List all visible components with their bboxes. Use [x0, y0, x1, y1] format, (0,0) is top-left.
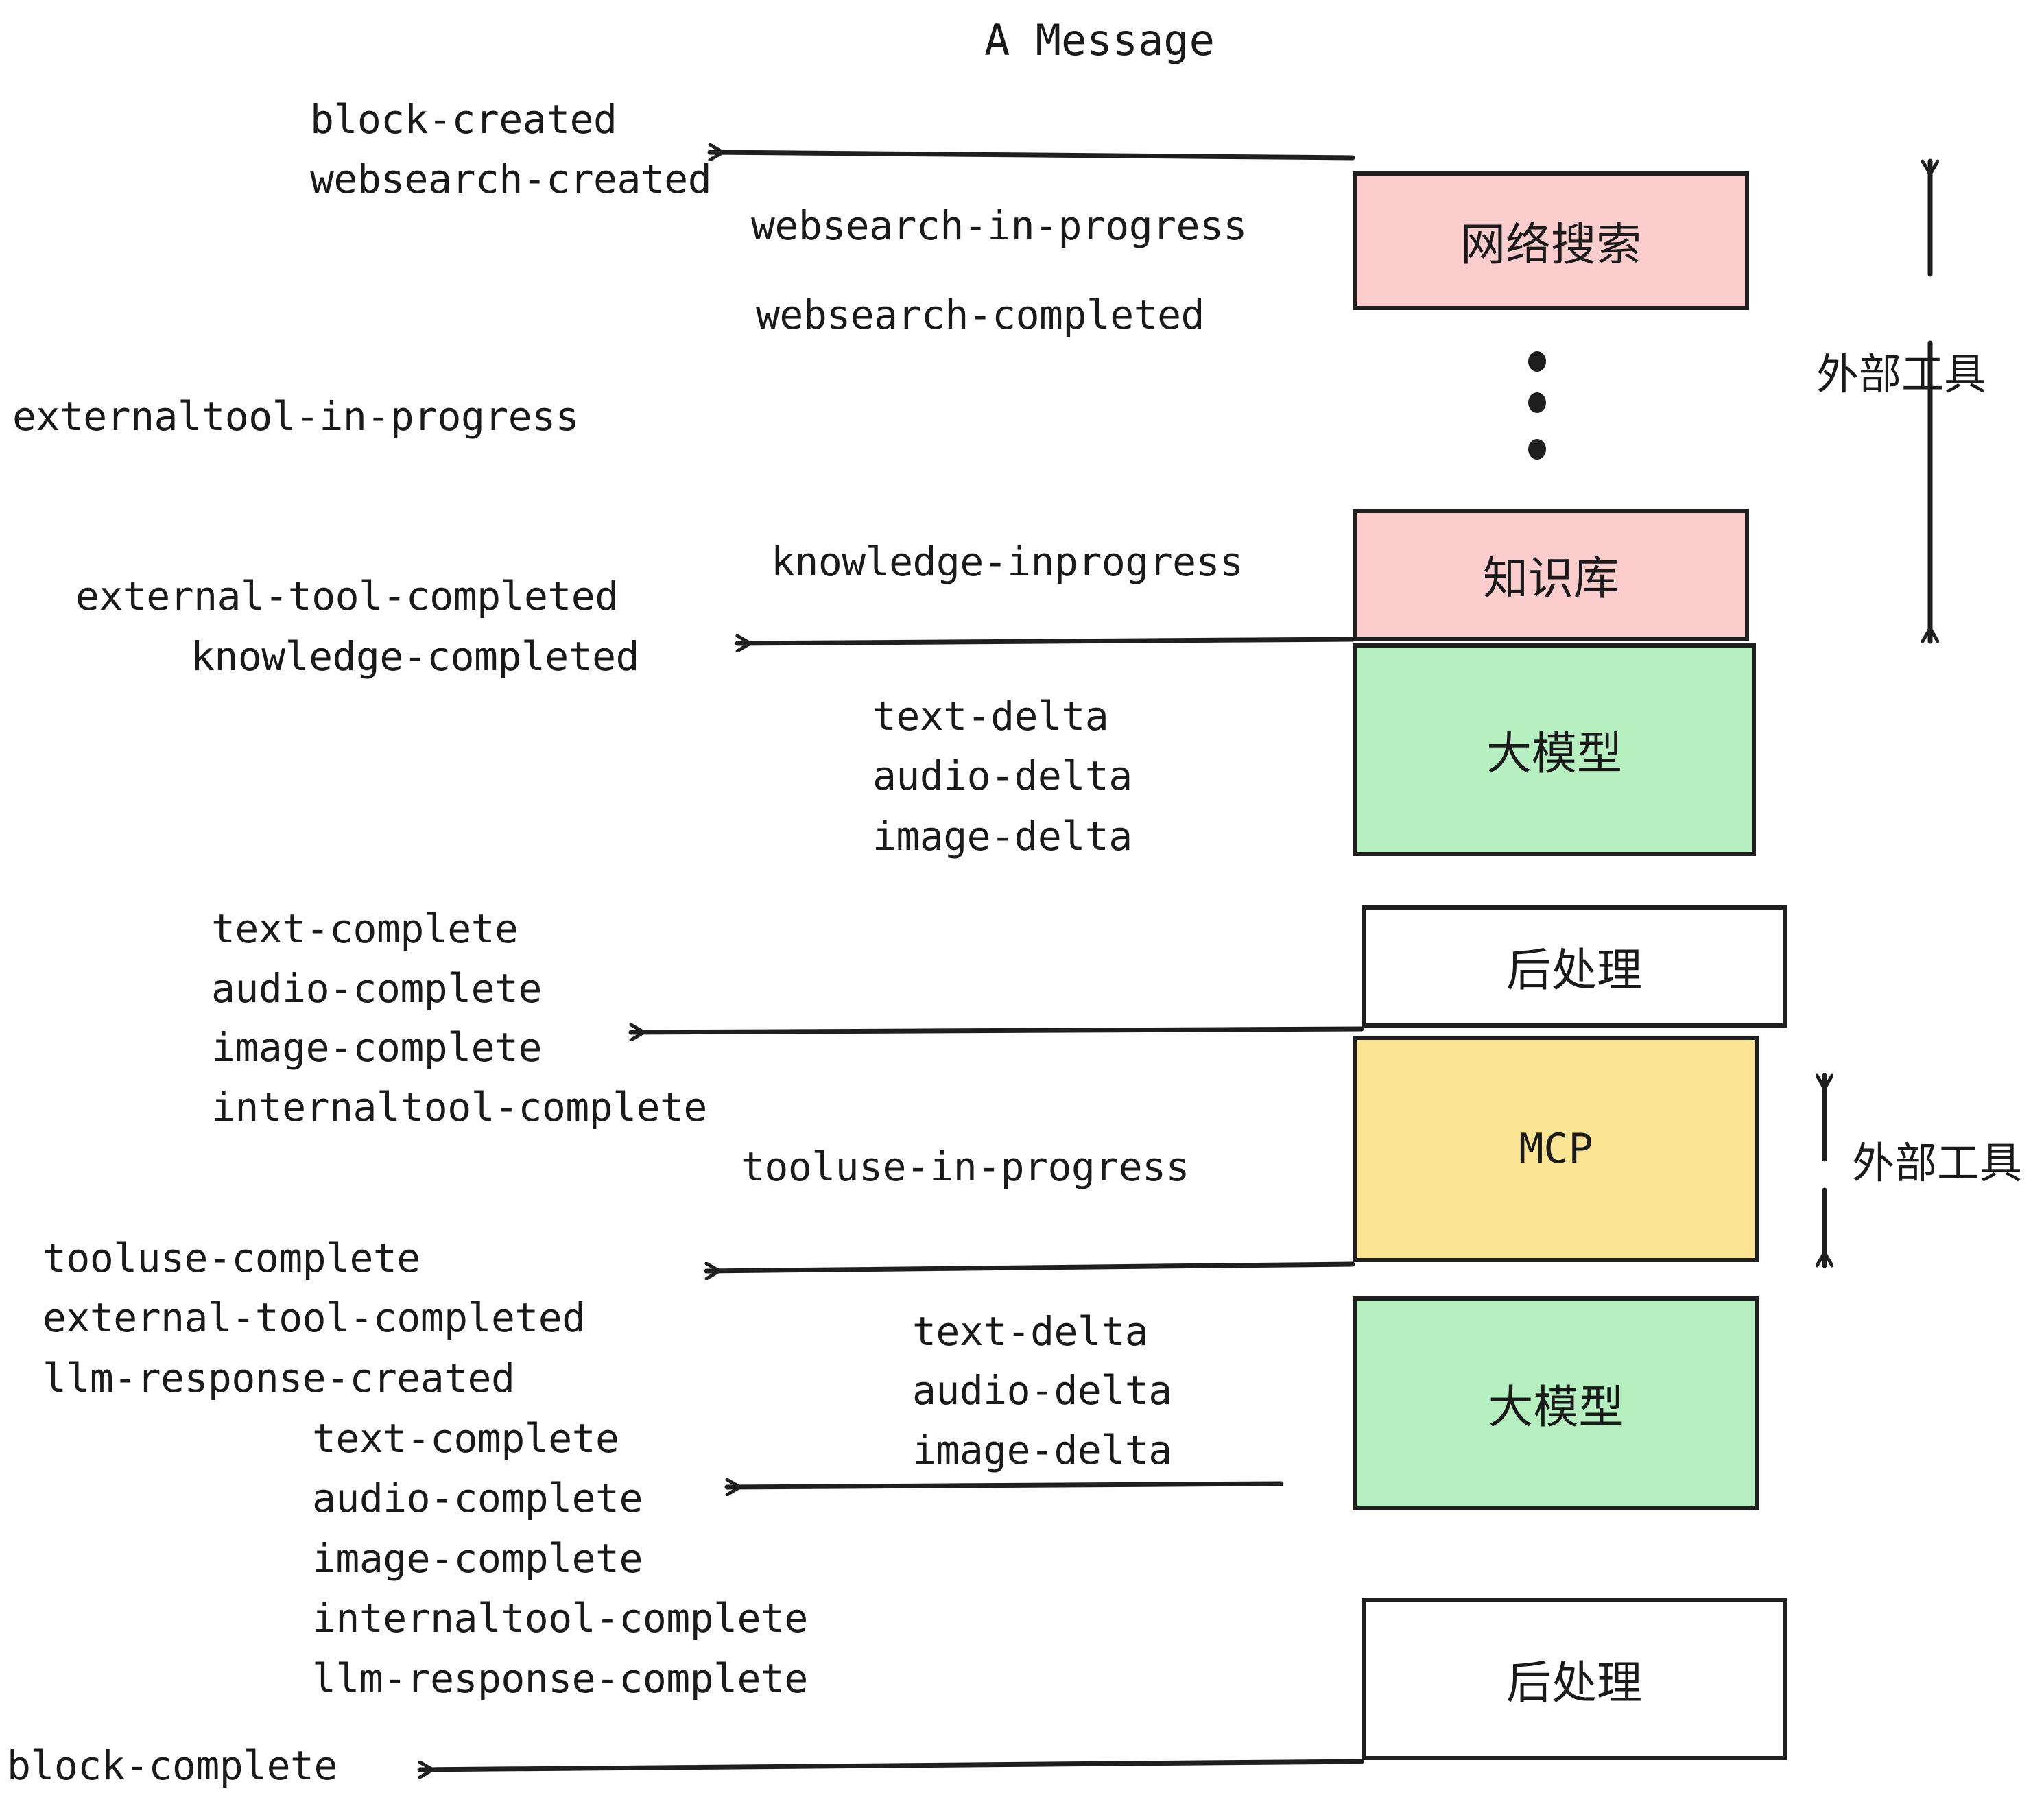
node-postprocess-1[interactable]: 后处理	[1362, 905, 1787, 1028]
event-websearch-created: websearch-created	[310, 156, 712, 202]
node-llm-1[interactable]: 大模型	[1353, 643, 1756, 856]
event-knowledge-inprogress: knowledge-inprogress	[771, 538, 1244, 585]
ellipsis-dot-2	[1528, 392, 1546, 413]
event-tooluse-in-progress: tooluse-in-progress	[741, 1143, 1189, 1190]
ellipsis-dot-1	[1528, 351, 1546, 372]
event-text-complete-1: text-complete	[211, 905, 519, 952]
event-websearch-in-progress: websearch-in-progress	[751, 202, 1247, 249]
event-tooluse-complete: tooluse-complete	[43, 1235, 420, 1281]
node-websearch[interactable]: 网络搜索	[1353, 171, 1749, 310]
event-image-delta-2: image-delta	[912, 1427, 1172, 1473]
event-internaltool-complete-1: internaltool-complete	[211, 1084, 707, 1130]
node-postprocess-2[interactable]: 后处理	[1362, 1598, 1787, 1760]
side-label-external-tools-bottom: 外部工具	[1852, 1138, 2023, 1188]
ellipsis-dot-3	[1528, 439, 1546, 460]
node-llm-2-label: 大模型	[1488, 1381, 1624, 1434]
arrow-knowledge-to-left	[735, 639, 1355, 643]
event-externaltool-in-progress: externaltool-in-progress	[12, 393, 580, 440]
event-internaltool-complete-2: internaltool-complete	[312, 1595, 808, 1641]
page-title: A Message	[984, 15, 1215, 65]
node-knowledge-label: 知识库	[1483, 552, 1619, 605]
event-knowledge-completed: knowledge-completed	[191, 633, 639, 680]
node-mcp-label: MCP	[1519, 1125, 1593, 1173]
event-image-complete-2: image-complete	[312, 1535, 643, 1582]
arrow-websearch-to-left	[707, 152, 1355, 158]
event-text-complete-2: text-complete	[312, 1415, 619, 1462]
event-llm-response-created: llm-response-created	[43, 1355, 515, 1401]
event-audio-complete-1: audio-complete	[211, 965, 542, 1012]
arrow-postprocess1-to-left	[628, 1029, 1364, 1032]
node-websearch-label: 网络搜索	[1460, 218, 1641, 271]
arrow-mcp-to-left	[704, 1261, 1355, 1271]
node-llm-1-label: 大模型	[1486, 727, 1622, 780]
event-block-complete: block-complete	[7, 1742, 337, 1789]
event-external-tool-completed-2: external-tool-completed	[43, 1294, 586, 1341]
node-llm-2[interactable]: 大模型	[1353, 1296, 1759, 1510]
event-image-delta-1: image-delta	[872, 813, 1132, 859]
event-text-delta-1: text-delta	[872, 693, 1109, 739]
event-image-complete-1: image-complete	[211, 1024, 542, 1071]
node-knowledge[interactable]: 知识库	[1353, 509, 1749, 641]
event-audio-delta-1: audio-delta	[872, 752, 1132, 799]
event-audio-complete-2: audio-complete	[312, 1475, 643, 1521]
node-postprocess-2-label: 后处理	[1506, 1657, 1642, 1709]
event-llm-response-complete: llm-response-complete	[312, 1655, 808, 1702]
side-label-external-tools-top: 外部工具	[1816, 349, 1987, 399]
event-websearch-completed: websearch-completed	[756, 292, 1204, 338]
node-mcp[interactable]: MCP	[1353, 1036, 1759, 1262]
arrow-llm2-to-left	[724, 1484, 1284, 1487]
event-block-created: block-created	[310, 96, 617, 143]
arrow-postprocess2-to-left	[417, 1759, 1364, 1770]
node-postprocess-1-label: 后处理	[1506, 944, 1642, 997]
event-audio-delta-2: audio-delta	[912, 1367, 1172, 1414]
event-text-delta-2: text-delta	[912, 1308, 1149, 1355]
event-external-tool-completed-1: external-tool-completed	[75, 573, 619, 619]
